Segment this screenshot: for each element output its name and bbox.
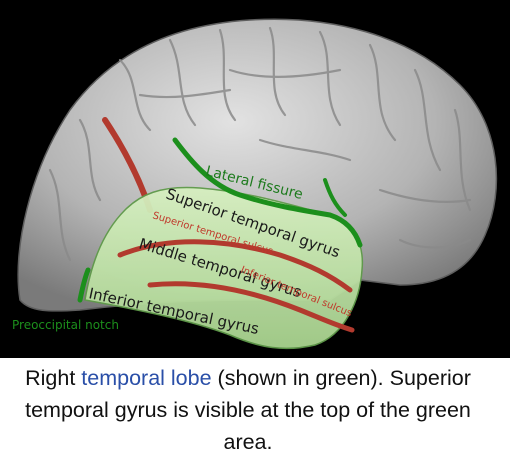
preoccipital-line: [77, 267, 91, 303]
inferior-temporal-sulcus-line: [147, 281, 355, 333]
caption-text-before-link: Right: [25, 366, 82, 390]
caption-line-1: Right temporal lobe (shown in green). Su…: [0, 362, 510, 394]
cortex-gyri-texture: [48, 26, 472, 262]
lateral-fissure-line: [172, 137, 363, 248]
brain-figure: Lateral fissure Superior temporal gyrus …: [0, 0, 510, 358]
caption-line-2: temporal gyrus is visible at the top of …: [25, 398, 471, 422]
label-preoccipital-notch: Preoccipital notch: [12, 318, 119, 332]
brain-illustration: Lateral fissure Superior temporal gyrus …: [12, 18, 498, 350]
fissure-branch: [323, 178, 347, 217]
temporal-lobe-link[interactable]: temporal lobe: [81, 366, 212, 390]
superior-temporal-sulcus-line: [117, 239, 353, 293]
caption-text-after-link: (shown in green). Superior: [211, 366, 471, 390]
figure-caption: Right temporal lobe (shown in green). Su…: [0, 362, 510, 458]
caption-line-3: area.: [223, 430, 273, 454]
